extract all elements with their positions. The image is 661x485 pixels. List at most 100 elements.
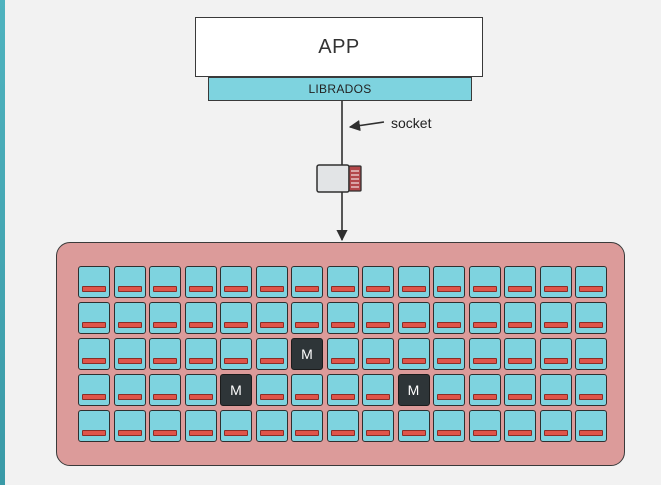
disk-icon bbox=[153, 358, 177, 364]
disk-icon bbox=[259, 358, 284, 364]
osd-node bbox=[362, 410, 394, 442]
disk-icon bbox=[82, 286, 106, 292]
osd-node bbox=[326, 266, 359, 298]
socket-icon bbox=[316, 164, 362, 193]
osd-node bbox=[149, 302, 181, 334]
osd-node bbox=[397, 338, 430, 370]
osd-node bbox=[149, 338, 181, 370]
osd-node bbox=[539, 266, 572, 298]
app-label: APP bbox=[318, 35, 360, 58]
disk-icon bbox=[543, 322, 568, 328]
disk-icon bbox=[437, 430, 461, 436]
osd-node bbox=[504, 266, 536, 298]
osd-node bbox=[575, 338, 607, 370]
disk-icon bbox=[543, 394, 568, 400]
disk-icon bbox=[401, 358, 426, 364]
disk-icon bbox=[224, 358, 248, 364]
disk-icon bbox=[224, 430, 248, 436]
osd-node bbox=[539, 338, 572, 370]
osd-node bbox=[113, 302, 146, 334]
osd-node bbox=[78, 410, 110, 442]
disk-icon bbox=[543, 358, 568, 364]
osd-node bbox=[113, 374, 146, 406]
disk-icon bbox=[472, 322, 497, 328]
disk-icon bbox=[472, 394, 497, 400]
disk-icon bbox=[259, 430, 284, 436]
disk-icon bbox=[188, 322, 213, 328]
osd-node bbox=[113, 338, 146, 370]
disk-icon bbox=[188, 358, 213, 364]
osd-node bbox=[78, 338, 110, 370]
osd-node bbox=[326, 374, 359, 406]
osd-node bbox=[539, 374, 572, 406]
osd-node bbox=[504, 374, 536, 406]
disk-icon bbox=[330, 358, 355, 364]
osd-node bbox=[255, 302, 288, 334]
librados-label: LIBRADOS bbox=[308, 82, 372, 96]
disk-icon bbox=[330, 322, 355, 328]
osd-node bbox=[291, 266, 323, 298]
disk-icon bbox=[401, 286, 426, 292]
disk-icon bbox=[117, 286, 142, 292]
page-left-edge-accent bbox=[0, 0, 5, 485]
disk-icon bbox=[437, 322, 461, 328]
disk-icon bbox=[188, 430, 213, 436]
disk-icon bbox=[188, 286, 213, 292]
app-box: APP bbox=[195, 17, 483, 77]
disk-icon bbox=[579, 394, 603, 400]
osd-node bbox=[362, 374, 394, 406]
disk-icon bbox=[366, 286, 390, 292]
socket-pointer-arrow bbox=[348, 119, 385, 132]
disk-icon bbox=[153, 322, 177, 328]
osd-node bbox=[78, 374, 110, 406]
osd-node bbox=[78, 266, 110, 298]
osd-node bbox=[362, 266, 394, 298]
osd-node bbox=[397, 410, 430, 442]
monitor-node: M bbox=[220, 374, 252, 406]
disk-icon bbox=[153, 430, 177, 436]
osd-node bbox=[113, 410, 146, 442]
osd-node bbox=[433, 302, 465, 334]
osd-node bbox=[149, 266, 181, 298]
osd-node bbox=[255, 374, 288, 406]
osd-node bbox=[362, 338, 394, 370]
osd-node bbox=[220, 410, 252, 442]
osd-node bbox=[575, 266, 607, 298]
disk-icon bbox=[259, 394, 284, 400]
osd-node bbox=[255, 266, 288, 298]
disk-icon bbox=[508, 394, 532, 400]
disk-icon bbox=[401, 430, 426, 436]
disk-icon bbox=[153, 286, 177, 292]
osd-node bbox=[326, 302, 359, 334]
osd-node bbox=[539, 410, 572, 442]
osd-grid: M M M bbox=[78, 266, 607, 442]
osd-node bbox=[184, 302, 217, 334]
disk-icon bbox=[295, 430, 319, 436]
disk-icon bbox=[366, 394, 390, 400]
osd-node bbox=[184, 266, 217, 298]
monitor-label: M bbox=[407, 382, 420, 398]
disk-icon bbox=[472, 286, 497, 292]
osd-node bbox=[291, 374, 323, 406]
osd-node bbox=[539, 302, 572, 334]
monitor-node: M bbox=[291, 338, 323, 370]
osd-node bbox=[433, 410, 465, 442]
osd-node bbox=[468, 338, 501, 370]
osd-node bbox=[575, 374, 607, 406]
disk-icon bbox=[153, 394, 177, 400]
disk-icon bbox=[117, 358, 142, 364]
disk-icon bbox=[579, 430, 603, 436]
osd-node bbox=[504, 338, 536, 370]
osd-node bbox=[362, 302, 394, 334]
disk-icon bbox=[543, 286, 568, 292]
disk-icon bbox=[437, 358, 461, 364]
disk-icon bbox=[295, 394, 319, 400]
osd-node bbox=[255, 410, 288, 442]
disk-icon bbox=[579, 286, 603, 292]
disk-icon bbox=[579, 358, 603, 364]
monitor-label: M bbox=[301, 346, 313, 362]
osd-node bbox=[184, 410, 217, 442]
disk-icon bbox=[117, 394, 142, 400]
disk-icon bbox=[508, 430, 532, 436]
